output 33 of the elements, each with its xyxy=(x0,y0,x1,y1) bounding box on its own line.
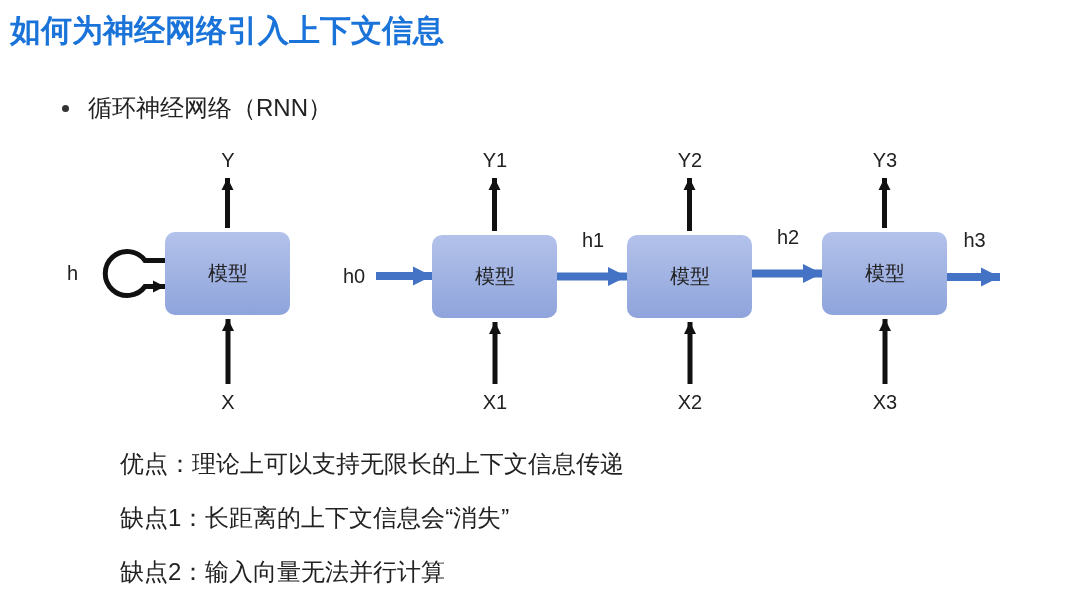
box-label: 模型 xyxy=(207,261,248,286)
slide-title: 如何为神经网络引入上下文信息 xyxy=(10,12,444,50)
variable-label: X xyxy=(221,390,235,414)
arrow xyxy=(684,322,696,384)
arrow xyxy=(222,319,234,384)
arrow xyxy=(878,178,891,228)
variable-label: Y xyxy=(221,148,235,172)
model-box xyxy=(165,232,290,315)
variable-label: X3 xyxy=(872,390,898,414)
variable-label: Y3 xyxy=(872,148,898,172)
arrow xyxy=(489,322,501,384)
arrow xyxy=(752,263,822,284)
note-text: 缺点1：长距离的上下文信息会“消失” xyxy=(120,503,510,533)
variable-label: X2 xyxy=(677,390,703,414)
box-label: 模型 xyxy=(669,264,710,289)
arrow xyxy=(557,266,627,287)
arrow xyxy=(488,178,501,231)
note-text: 缺点2：输入向量无法并行计算 xyxy=(120,557,446,587)
variable-label: X1 xyxy=(482,390,508,414)
model-box xyxy=(822,232,947,315)
loop-arrow xyxy=(102,249,165,298)
arrow xyxy=(221,178,234,228)
bullet-text: 循环神经网络（RNN） xyxy=(88,93,332,123)
note-text: 优点：理论上可以支持无限长的上下文信息传递 xyxy=(120,449,624,479)
model-box xyxy=(627,235,752,318)
arrow xyxy=(683,178,696,231)
box-label: 模型 xyxy=(474,264,515,289)
variable-label: h0 xyxy=(342,264,366,288)
box-label: 模型 xyxy=(864,261,905,286)
model-box xyxy=(432,235,557,318)
variable-label: Y1 xyxy=(482,148,508,172)
variable-label: Y2 xyxy=(677,148,703,172)
arrow xyxy=(879,319,891,384)
